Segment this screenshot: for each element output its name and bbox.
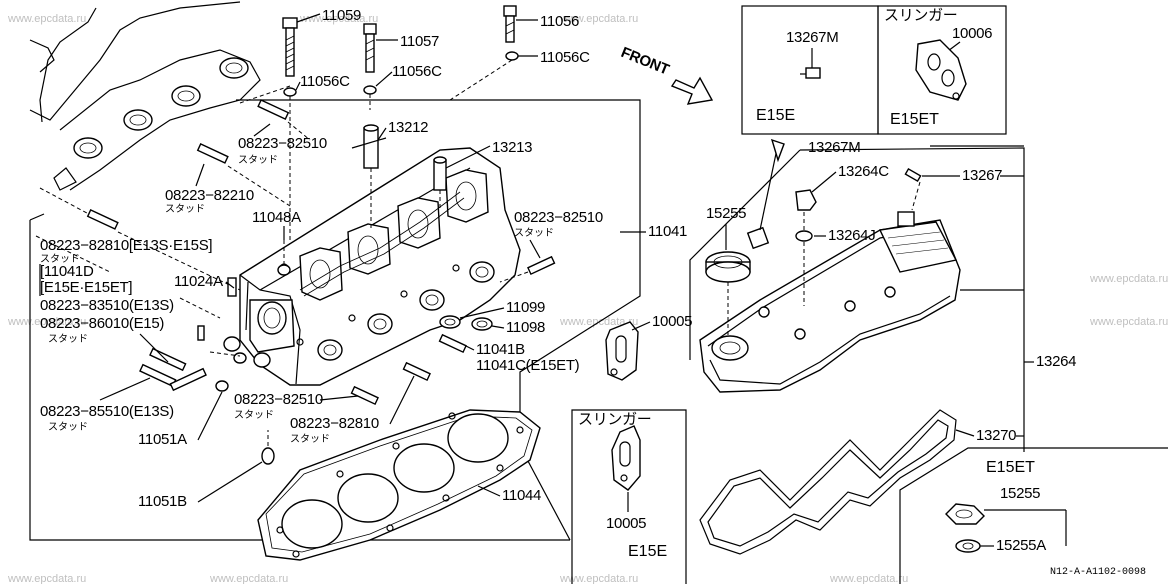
callout-08223-85510: 08223−85510(E13S) [40, 403, 174, 420]
callout-13264c: 13264C [838, 163, 889, 180]
watermark-text: www.epcdata.ru [7, 13, 86, 25]
stud-label: スタッド [234, 409, 274, 421]
callout-11024a: 11024A [174, 273, 223, 290]
callout-10005: 10005 [652, 313, 692, 330]
stud-label: スタッド [290, 433, 330, 445]
stud-label: スタッド [40, 253, 80, 265]
box-e15et-cap: E15ET 15255 15255A N12-A-A1102-0098 [899, 447, 1168, 584]
callout-08223-83510: 08223−83510(E13S) [40, 297, 174, 314]
watermark-text: www.epcdata.ru [299, 13, 378, 25]
callout-08223-82510: 08223−82510 [514, 209, 603, 226]
callout-11098: 11098 [506, 319, 545, 336]
cover-small-parts: 13267M 13264C 13267 13264J 13264 13270 [795, 139, 1077, 444]
callout-11048a: 11048A [252, 209, 301, 226]
bolt-11057 [363, 23, 398, 110]
callout-08223-82210: 08223−82210 [165, 187, 254, 204]
sling-label: スリンガー [884, 7, 958, 24]
watermark-text: www.epcdata.ru [1089, 316, 1168, 328]
watermark-text: www.epcdata.ru [829, 573, 908, 584]
callout-13212: 13212 [388, 119, 428, 136]
sling-label: スリンガー [578, 411, 652, 428]
head-callouts: 13212 13213 08223−82510 スタッド 08223−82210… [39, 119, 687, 510]
callout-13213: 13213 [492, 139, 532, 156]
callout-13264: 13264 [1036, 353, 1076, 370]
callout-10005: 10005 [606, 515, 646, 532]
watermark-text: www.epcdata.ru [7, 316, 86, 328]
stud-label: スタッド [238, 154, 278, 166]
front-direction: FRONT [619, 44, 714, 105]
callout-13267m: 13267M [808, 139, 860, 156]
callout-13270: 13270 [976, 427, 1016, 444]
bracket-10005: 10005 [605, 313, 693, 381]
callout-11044: 11044 [502, 487, 541, 504]
top-callouts: 11059 11057 11056 11056C 11056C 11056C [295, 7, 590, 91]
callout-11041d-sub: [E15E·E15ET] [40, 279, 132, 296]
callout-15255a: 15255A [996, 537, 1046, 554]
callout-15255: 15255 [1000, 485, 1040, 502]
watermark-text: www.epcdata.ru [559, 573, 638, 584]
callout-08223-82810: 08223−82810 [290, 415, 379, 432]
callout-11041b: 11041B [476, 341, 525, 358]
callout-11059: 11059 [322, 7, 361, 24]
rocker-gasket-13270 [699, 409, 957, 555]
callout-11056: 11056 [540, 13, 579, 30]
callout-13264j: 13264J [828, 227, 875, 244]
cylinder-head-11041 [239, 124, 521, 386]
box-title-e15e: E15E [628, 543, 667, 560]
head-gasket-11044: 11044 [257, 409, 541, 561]
callout-13267: 13267 [962, 167, 1002, 184]
callout-10006: 10006 [952, 25, 992, 42]
front-label: FRONT [619, 44, 672, 79]
stud-label: スタッド [165, 203, 205, 215]
box-e15e-top: 13267M E15E [741, 5, 879, 135]
box-sling-e15e: スリンガー 10005 E15E [571, 409, 687, 584]
rocker-cover-13264 [689, 138, 1025, 452]
watermark-text: www.epcdata.ru [209, 573, 288, 584]
bolt-11059 [282, 13, 321, 260]
callout-11041d: [11041D [40, 263, 94, 280]
callout-11099: 11099 [506, 299, 545, 316]
callout-08223-82810-e13s: 08223−82810[E13S·E15S] [40, 237, 212, 254]
stud-label: スタッド [48, 421, 88, 433]
watermark-text: www.epcdata.ru [7, 573, 86, 584]
callout-11041c: 11041C(E15ET) [476, 357, 580, 374]
callout-13267m: 13267M [786, 29, 838, 46]
callout-11056c: 11056C [300, 73, 350, 90]
box-e15et-top: スリンガー 10006 E15ET [877, 5, 1007, 135]
callout-08223-82510: 08223−82510 [234, 391, 323, 408]
box-title-e15e: E15E [756, 107, 795, 124]
footer-code: N12-A-A1102-0098 [1050, 567, 1146, 578]
callout-11056c: 11056C [392, 63, 442, 80]
callout-08223-86010: 08223−86010(E15) [40, 315, 164, 332]
callout-11051a: 11051A [138, 431, 187, 448]
stud-label: スタッド [514, 227, 554, 239]
bolt-11056 [449, 5, 538, 101]
studs [35, 99, 556, 465]
callout-11057: 11057 [400, 33, 439, 50]
stud-label: スタッド [48, 333, 88, 345]
callout-11041: 11041 [648, 223, 687, 240]
oil-cap-15255: 15255 [705, 205, 751, 336]
box-title-e15et: E15ET [890, 111, 939, 128]
watermark-text: www.epcdata.ru [1089, 273, 1168, 285]
callout-08223-82510: 08223−82510 [238, 135, 327, 152]
box-title-e15et: E15ET [986, 459, 1035, 476]
callout-15255: 15255 [706, 205, 746, 222]
callout-11051b: 11051B [138, 493, 187, 510]
callout-11056c: 11056C [540, 49, 590, 66]
watermark-text: www.epcdata.ru [559, 13, 638, 25]
